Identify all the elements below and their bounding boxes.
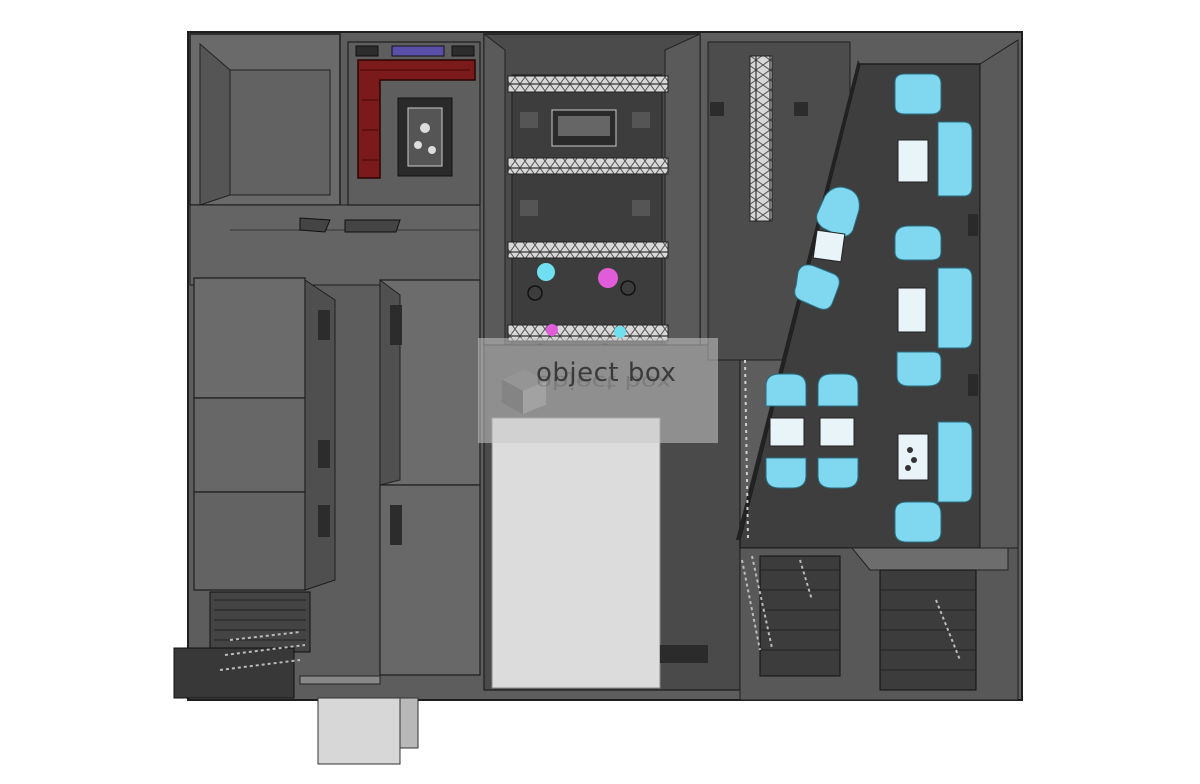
purple-screen: [391, 45, 445, 57]
magenta-light: [598, 268, 618, 288]
storage-area: [739, 359, 1019, 701]
watermark: object box object box: [478, 338, 718, 443]
watermark-text: object box: [536, 358, 677, 388]
red-sofa: [357, 59, 476, 179]
cafe-seating-area: [736, 39, 1019, 701]
truss-1: [507, 75, 669, 93]
vertical-truss: [749, 55, 773, 222]
stage-room: [483, 32, 701, 357]
lounge-room: [347, 41, 481, 206]
display-block: [491, 417, 661, 689]
cube-logo-icon: [501, 369, 547, 415]
truss-3: [507, 241, 669, 259]
cyan-light: [537, 263, 555, 281]
watermark-reflection: object box: [536, 371, 672, 392]
truss-2: [507, 157, 669, 175]
